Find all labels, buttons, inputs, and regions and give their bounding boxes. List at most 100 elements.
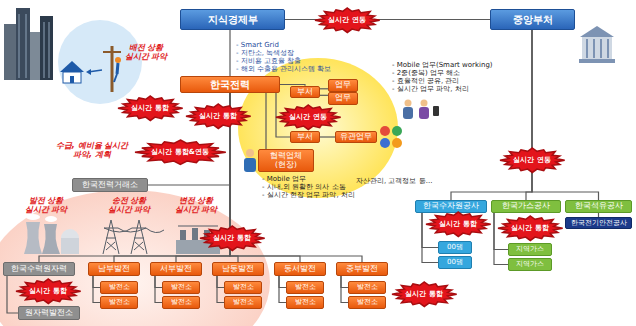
field-worker-icon-part <box>246 149 254 157</box>
org-box: 발전소 <box>224 281 262 293</box>
box-label: 발전소 <box>295 298 316 306</box>
org-box: 발전소 <box>100 281 138 293</box>
field-worker-icon-part <box>244 158 256 172</box>
box-label: 발전소 <box>357 298 378 306</box>
connector-line <box>93 276 100 303</box>
starburst-badge: 실시간 연동 <box>276 105 341 129</box>
field-worker-icon <box>244 149 256 172</box>
software-icons-part <box>380 138 390 148</box>
org-box: 협력업체 (현장) <box>258 149 314 172</box>
org-box: 한국전력거래소 <box>72 178 148 192</box>
box-label: 한국수력원자력 <box>11 264 67 273</box>
box-label: 한국가스공사 <box>502 202 550 211</box>
starburst-outline <box>426 212 491 236</box>
connector-line <box>532 30 599 200</box>
starburst-outline <box>392 282 457 306</box>
org-box: 발전소 <box>162 281 200 293</box>
city-buildings-part <box>40 16 53 80</box>
software-icons-part <box>380 126 390 136</box>
government-building-part <box>582 37 612 59</box>
bullet-note: - 2중(중복) 업무 해소 <box>392 69 460 77</box>
connector-line <box>320 88 328 89</box>
city-buildings-part <box>44 22 45 78</box>
substation-part <box>180 230 186 240</box>
connector-line <box>155 276 162 288</box>
connector-line <box>155 276 162 303</box>
mobile-users-icon-part <box>419 107 429 119</box>
software-icons <box>380 126 402 148</box>
nuclear-plant-part <box>24 222 42 254</box>
connector-line <box>7 276 18 313</box>
substation-part <box>192 228 198 240</box>
mobile-users-icon <box>403 100 439 120</box>
connector-line <box>93 276 100 288</box>
org-box: 부서 <box>290 131 320 144</box>
box-label: 발전소 <box>295 283 316 291</box>
org-box: 지역가스 <box>508 243 552 255</box>
org-box: 00댐 <box>438 256 472 268</box>
badge-label: 실시간 통합 <box>199 112 236 120</box>
badge-label: 실시간 연동 <box>513 156 550 164</box>
box-label: 한국석유공사 <box>575 202 623 211</box>
connector-line <box>341 276 348 288</box>
org-box: 한국전력 <box>180 76 280 93</box>
status-note: 수급, 예비율 실시간 파악, 계획 <box>52 141 132 159</box>
org-box: 발전소 <box>286 296 324 308</box>
connector-line <box>451 30 532 200</box>
city-buildings <box>4 8 53 80</box>
badge-label: 실시간 통합 <box>511 224 548 232</box>
connector-line <box>279 276 286 303</box>
connector-line <box>526 30 532 200</box>
box-label: 지식경제부 <box>208 14 258 26</box>
bullet-note: - 실시간 업무 파악, 처리 <box>392 85 469 93</box>
distribution-halo <box>58 20 142 104</box>
transmission-towers-part <box>104 228 164 233</box>
line-worker-part <box>103 51 121 53</box>
box-label: 발전소 <box>233 283 254 291</box>
connector-line <box>320 95 328 96</box>
starburst-badge: 실시간 통합 <box>498 216 563 240</box>
badge-label: 실시간 연동 <box>328 16 365 24</box>
org-box: 발전소 <box>348 296 386 308</box>
house-icon-part <box>63 72 81 83</box>
starburst-outline <box>200 226 265 250</box>
box-label: 원자력발전소 <box>25 309 73 318</box>
starburst-outline <box>16 279 81 303</box>
starburst-outline <box>135 140 226 164</box>
org-box: 발전소 <box>224 296 262 308</box>
starburst-outline <box>186 104 251 128</box>
transmission-towers-part <box>103 220 119 254</box>
box-label: 남동발전 <box>222 264 254 273</box>
government-building-part <box>607 39 609 58</box>
bullet-note: - Smart Grid <box>236 41 279 49</box>
org-box: 업무 <box>328 92 358 105</box>
box-label: 00댐 <box>447 243 463 251</box>
line-worker-part <box>114 74 117 82</box>
org-box: 서부발전 <box>150 262 202 276</box>
badge-label: 실시간 통합 <box>131 104 168 112</box>
nuclear-plant-part <box>42 224 60 254</box>
city-buildings-part <box>26 14 27 78</box>
box-label: 발전소 <box>109 298 130 306</box>
substation-part <box>178 226 218 227</box>
connector-line <box>320 136 335 137</box>
government-building-part <box>579 59 615 63</box>
line-worker-part <box>86 69 91 75</box>
org-box: 한국수자원공사 <box>415 200 487 213</box>
status-note: 배전 상황 실시간 파악 <box>122 43 170 61</box>
starburst-badge: 실시간 통합&연동 <box>135 140 226 164</box>
city-buildings-part <box>49 22 50 78</box>
mobile-users-icon-part <box>405 100 412 107</box>
box-label: 유관업무 <box>340 133 372 142</box>
box-label: 발전소 <box>109 283 130 291</box>
bullet-note: - 시내,외 원활한 의사 소통 <box>262 183 346 191</box>
line-worker <box>86 46 121 92</box>
status-note: 송전 상황 실시간 파악 <box>103 196 155 214</box>
status-note: 발전 상황 실시간 파악 <box>20 196 72 214</box>
software-icons-part <box>392 138 402 148</box>
badge-label: 실시간 통합 <box>29 287 66 295</box>
transmission-towers-part <box>131 220 147 254</box>
box-label: 발전소 <box>171 298 192 306</box>
org-box: 동서발전 <box>274 262 326 276</box>
